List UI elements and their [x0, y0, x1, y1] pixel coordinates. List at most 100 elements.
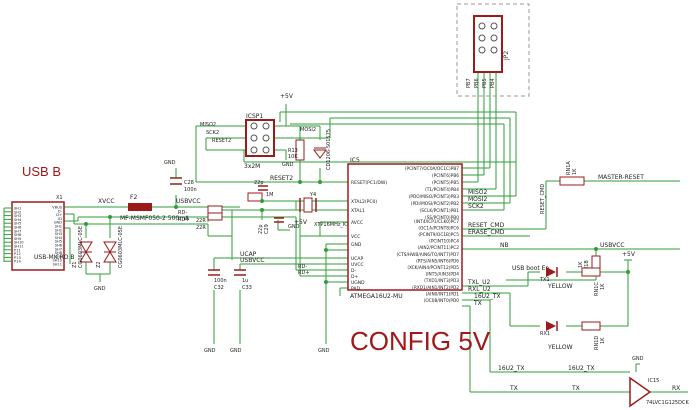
junction-dot: [324, 248, 328, 252]
rn-name: RN1B: [584, 260, 590, 274]
resistor-rn: [581, 321, 601, 331]
vcc-label: +5V: [280, 93, 294, 100]
ic-pin-label: UVCC: [351, 262, 364, 268]
icsp-pin: [250, 134, 258, 142]
ic-pin-label: (CTS/HWB/AIN6/TO/INT7)PD7: [396, 252, 459, 258]
gnd-label: GND: [632, 356, 644, 362]
ic-pin-label: (XCK/AIN4/PCINT12)PD5: [407, 265, 459, 271]
net-label-tx: TX: [473, 300, 482, 307]
jp2-pin: [490, 22, 498, 30]
ic-pin-label: UGND: [351, 280, 365, 286]
icsp-name: ICSP1: [246, 113, 263, 120]
ic-pin-label: (OC1A/PCINT8)PC6: [418, 225, 459, 231]
fuse-value: MF-MSMF050-2 500mA: [120, 215, 190, 222]
net-label-16u2tx: 16U2_TX: [474, 293, 501, 300]
usbvcc-net-label: USBVCC: [240, 257, 265, 264]
jp2-dashed-outline: [456, 3, 530, 97]
rn-value: 1K: [600, 337, 606, 344]
led-color: YELLOW: [547, 344, 573, 351]
resistor-value: 22R: [196, 225, 206, 231]
diode-triangle: [103, 251, 117, 263]
usb-pin-label: SH11: [52, 263, 62, 267]
ic-pin-label: (AIN2/PCINT11)PC2: [418, 245, 460, 251]
ic-pin-label: (SCLK/PCINT1)PB1: [420, 208, 460, 214]
tvs-diode-z1: [79, 241, 93, 263]
z1-part: CG0603MLC-05E: [78, 226, 84, 268]
net-label-erase-cmd: ERASE_CMD: [468, 229, 505, 236]
r13-name: R13: [288, 148, 298, 154]
ic-pin-label: (PCINT7/OC0A/OC1C)PB7: [405, 166, 459, 172]
net-label-reset-cmd: RESET_CMD: [540, 184, 546, 214]
junction-dot: [260, 208, 264, 212]
gnd-label: GND: [164, 160, 176, 166]
ic-left-pin-group: RESET(PC1/DW)XTAL2(PC0)XTAL1AVCCVCCGNDUC…: [351, 180, 387, 292]
junction-dot: [260, 199, 264, 203]
usb-pin-label: SH8: [14, 233, 22, 237]
ic-pin-label: D-: [351, 268, 356, 274]
usb-pin-label: D+: [56, 213, 62, 217]
diode-triangle: [79, 251, 93, 263]
usb-pin-label: P13: [14, 256, 21, 260]
ic-pin-label: (PCINT10)PC4: [429, 239, 459, 245]
diode-part: CD1206-S01575: [326, 129, 332, 170]
resistor-1m: [247, 192, 263, 202]
crystal-y4: [303, 197, 313, 213]
vcc-label: +5V: [294, 219, 308, 226]
net-label-sck: SCK2: [206, 130, 219, 136]
net-label-tx: TX: [509, 385, 518, 392]
usb-pin-label: SH1: [55, 225, 62, 229]
net-label-reset-cmd: RESET_CMD: [468, 222, 505, 229]
jp2-pin-label: PB7: [466, 78, 472, 88]
net-label-dm: RD-: [298, 264, 307, 270]
usbvcc-net-label: USBVCC: [600, 242, 625, 249]
net-label-master-reset: MASTER-RESET: [598, 174, 644, 181]
ic-pin-label: (INT4/ICP1/CLK0)PC7: [414, 219, 459, 225]
jp2-pin-label: PB4: [490, 78, 496, 88]
jp2-pin: [490, 34, 498, 42]
net-label-tx: TXL_U2: [467, 279, 491, 286]
usb-pin-label: SH1: [14, 207, 21, 211]
ic-pin-label: (RTS/AIN5/INT6)PD6: [416, 258, 459, 264]
cap-value: 22p: [258, 224, 264, 234]
usb-pin-label: SH5: [14, 222, 21, 226]
junction-dot: [84, 222, 88, 226]
gnd-label: GND: [204, 348, 216, 354]
usb-pin-label: SH2: [14, 210, 21, 214]
rn-value: 1K: [578, 261, 584, 268]
usb-pin-label: P12: [14, 252, 21, 256]
ic-pin-label: XTAL2(PC0): [351, 199, 377, 205]
icsp-pin-group: [250, 122, 270, 154]
resistor-r13: [295, 139, 305, 161]
ic-pin-label: (T1/PCINT4)PB4: [425, 187, 459, 193]
resistor-rn: [581, 267, 601, 277]
usb-boot-en-label: USB boot En: [512, 265, 549, 272]
usb-pin-label: SH11: [14, 245, 24, 249]
usb-pin-label: D-: [58, 209, 63, 213]
usb-connector-part: USB-MICRO B: [34, 254, 75, 261]
usb-connector-body: [11, 201, 65, 271]
ucap-net-label: UCAP: [240, 251, 257, 258]
gnd-label: GND: [288, 224, 300, 230]
usb-pin-label: P14: [14, 260, 21, 264]
cap-name: C33: [242, 285, 252, 291]
net-label-tx: TX: [571, 385, 580, 392]
resistor-22r: [207, 212, 223, 221]
vcc-label: +5V: [622, 251, 636, 258]
crystal-value: XTP16MHz_KX: [314, 222, 350, 228]
jp2-pin: [478, 34, 486, 42]
usb-pin-label: SH5: [55, 240, 62, 244]
tvs-diode-z2: [103, 241, 117, 263]
usb-pin-label: SH7: [14, 229, 21, 233]
usbvcc-net-label: USBVCC: [176, 198, 201, 205]
ic-name: IC5: [350, 157, 360, 164]
diode-triangle: [79, 241, 93, 253]
junction-dot: [108, 215, 112, 219]
jp2-pin: [478, 46, 486, 54]
junction-dot: [298, 180, 302, 184]
ic-part: ATMEGA16U2-MU: [350, 293, 403, 300]
led-name: RX1: [540, 331, 550, 337]
z2-part: CG0603MLC-05E: [118, 226, 124, 268]
resistor-rn: [559, 176, 585, 186]
jp2-name: JP2: [503, 51, 510, 61]
